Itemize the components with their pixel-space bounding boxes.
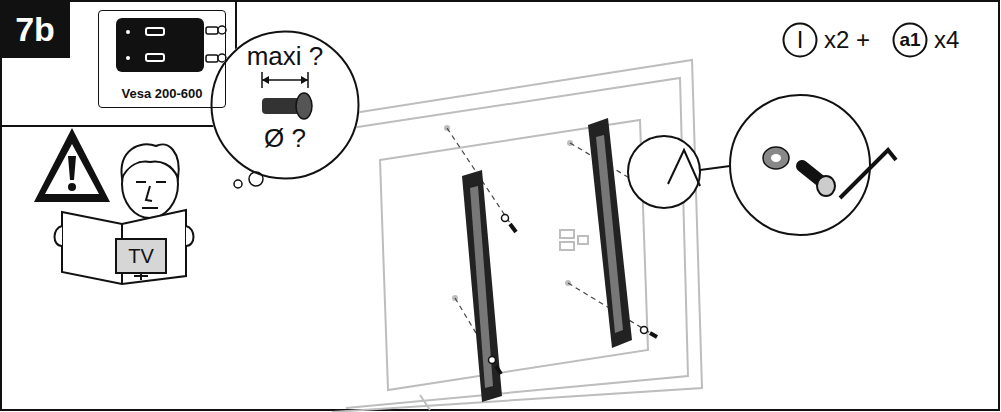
part-circle: I — [782, 22, 818, 58]
warning-sign — [34, 128, 110, 202]
wall-bracket — [462, 118, 632, 402]
quantity-label: x2 + — [824, 27, 870, 53]
node-text: Ø ? — [264, 124, 306, 152]
detail-magnifier — [730, 95, 896, 235]
node-text: maxi ? — [247, 42, 324, 70]
vesa-icon — [116, 18, 226, 72]
node-text: 7b — [15, 10, 55, 48]
part-circle: a1 — [892, 22, 928, 58]
screws — [489, 181, 658, 375]
tv-back — [322, 60, 702, 412]
node-text: TV — [128, 245, 154, 267]
reading-man — [55, 144, 194, 284]
size-circle: maxi ? Ø ? — [210, 30, 360, 180]
node-text: Vesa 200-600 — [122, 86, 203, 101]
node-text: I — [797, 27, 804, 53]
small-magnifier — [628, 136, 730, 208]
size-magnifier — [210, 30, 360, 180]
step-panel — [1, 1, 236, 126]
tv-holes — [444, 125, 573, 301]
quantity-label: x4 — [934, 27, 959, 53]
step-number: 7b — [0, 0, 70, 58]
node-text: a1 — [899, 27, 920, 53]
vesa-box: Vesa 200-600 — [98, 10, 226, 108]
tv-screen: TV — [115, 238, 167, 274]
